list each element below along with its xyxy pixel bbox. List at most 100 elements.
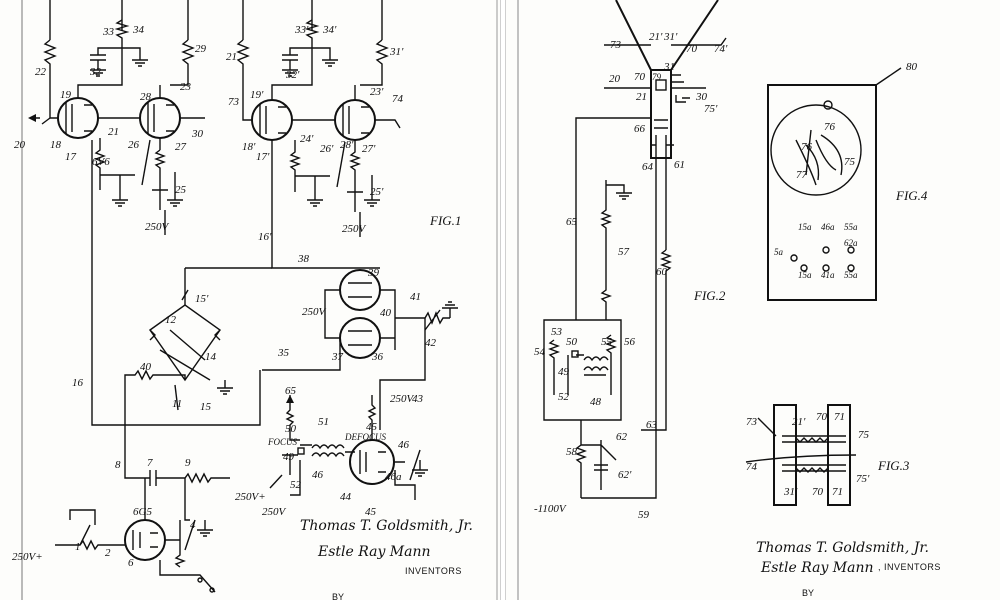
ref-label: 23: [180, 81, 192, 93]
signature-line-2: Estle Ray Mann: [760, 560, 874, 576]
ref-label: 29: [195, 43, 207, 55]
sheet-divider: [500, 0, 506, 600]
ref-label: 57: [618, 246, 630, 258]
figure-label: FIG.3: [877, 458, 910, 473]
leader-80: [875, 67, 902, 86]
dial-marker: [822, 246, 830, 254]
arrow-65: [286, 395, 294, 403]
ref-label: 40: [380, 307, 392, 319]
ref-label: 41: [410, 291, 421, 303]
signature-line-1: Thomas T. Goldsmith, Jr.: [300, 518, 473, 534]
ref-label: 75': [704, 103, 718, 115]
switch-49: [571, 350, 579, 358]
tube-19: [57, 97, 99, 139]
ref-label: 32: [89, 66, 102, 78]
ref-label: 1: [75, 541, 81, 553]
ref-label: 51: [318, 416, 329, 428]
ref-label: 43: [412, 393, 424, 405]
ref-label: 70: [634, 71, 646, 83]
figure-label: FIG.4: [895, 188, 928, 203]
voltage-label: 250V: [342, 223, 367, 235]
ref-label: 70: [686, 43, 698, 55]
signature-line-1: Thomas T. Goldsmith, Jr.: [756, 540, 929, 556]
wire-63: [641, 330, 667, 431]
ref-label: 21': [792, 416, 806, 428]
ref-label: 79: [652, 72, 662, 82]
ref-label: 42: [425, 337, 437, 349]
ref-label: 73: [746, 416, 758, 428]
ref-label: 64: [642, 161, 654, 173]
tube-elements: [65, 102, 174, 134]
ref-label: 46: [312, 469, 324, 481]
ref-label: 31': [389, 46, 404, 58]
ref-label: 15: [200, 401, 212, 413]
resistor-34: [114, 19, 130, 48]
ref-label: 14: [205, 351, 217, 363]
ref-label: 46: [398, 439, 410, 451]
resistor-chain: [600, 260, 612, 320]
knob: [823, 100, 833, 110]
ref-label: 21': [649, 31, 663, 43]
ref-label: 19': [250, 89, 264, 101]
ref-label: 44: [340, 491, 352, 503]
ref-label: 53: [551, 326, 563, 338]
cathode-network: [165, 519, 213, 568]
by-label: BY: [802, 588, 814, 598]
ref-label: 74: [746, 461, 758, 473]
resistor-24-prime: [289, 140, 330, 207]
fig3-left-plate: [773, 404, 797, 506]
ref-label: 16': [258, 231, 272, 243]
deflection-plates: [655, 79, 667, 91]
ref-label: 75: [844, 156, 856, 168]
fig3-hatching: [795, 437, 829, 473]
tube-elements: [259, 104, 369, 136]
ground-symbol: [312, 47, 338, 67]
focus-network-box: [543, 319, 622, 421]
ref-label: 16: [72, 377, 84, 389]
diode-network: [324, 289, 458, 350]
ref-label: 60: [656, 266, 668, 278]
focus-coil: [285, 395, 345, 458]
tube-44-wiring: [367, 395, 428, 500]
ref-label: 12: [165, 314, 177, 326]
ref-label: 75': [856, 473, 870, 485]
defocus-label: DEFOCUS: [344, 432, 386, 442]
resistors-54-56: [548, 334, 617, 395]
ref-label: 41a: [821, 270, 835, 280]
ref-label: 26: [128, 139, 140, 151]
ref-label: 8: [115, 459, 121, 471]
voltage-label: 250V+: [12, 551, 43, 563]
ref-label: 75: [858, 429, 870, 441]
ref-label: 46a: [385, 471, 402, 483]
tube-elements: [132, 478, 158, 550]
supply-wires: [49, 0, 383, 40]
switch-contact: [209, 587, 215, 593]
signature-line-2: Estle Ray Mann: [317, 544, 431, 560]
ref-label: 52: [290, 479, 302, 491]
ref-label: 70: [816, 411, 828, 423]
ref-label: 28': [340, 139, 354, 151]
tube-wiring: [242, 48, 401, 129]
inventors-label: , INVENTORS: [878, 562, 941, 572]
voltage-label: -1100V: [534, 503, 567, 515]
ref-label: 34': [322, 24, 337, 36]
ref-label: 30: [191, 128, 204, 140]
ref-label: 32': [285, 69, 300, 81]
ref-label: 45: [365, 506, 377, 518]
ref-label: 38: [297, 253, 310, 265]
ref-label: 66: [634, 123, 646, 135]
wire-4: [184, 478, 190, 521]
figure-label: FIG.2: [693, 288, 726, 303]
dial-marker: [800, 264, 808, 272]
ref-label: 48: [590, 396, 602, 408]
ref-label: 74: [392, 93, 404, 105]
crt-gun: [651, 119, 674, 150]
ref-label: 56: [624, 336, 636, 348]
focus-label: FOCUS: [267, 437, 297, 447]
crt-neck: [650, 69, 672, 159]
ref-label: 52: [558, 391, 570, 403]
wire-35: [262, 338, 341, 371]
dial-marker: [847, 246, 855, 254]
ref-label: 27': [362, 143, 376, 155]
ref-label: 2: [105, 547, 111, 559]
